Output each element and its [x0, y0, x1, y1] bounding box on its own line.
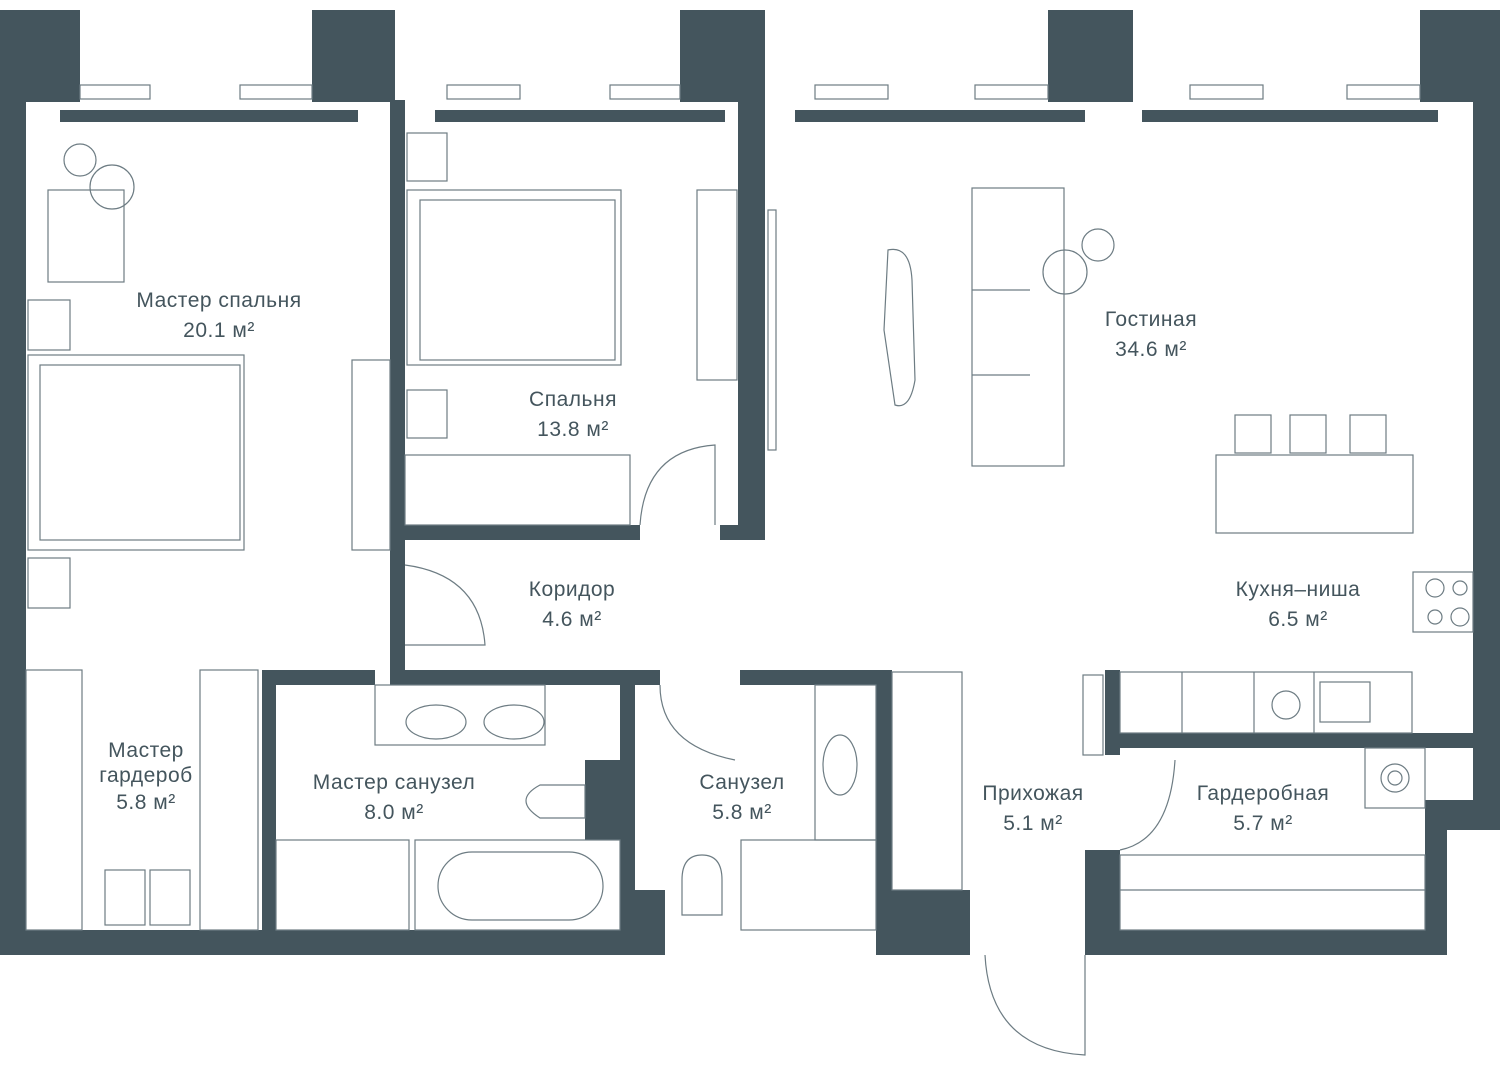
room-area: 13.8 м²: [537, 418, 609, 441]
room-area: 20.1 м²: [183, 319, 255, 342]
furniture: [25, 84, 1474, 1056]
room-area: 6.5 м²: [1268, 608, 1328, 631]
room-label-master-bedroom: Мастер спальня 20.1 м²: [136, 286, 301, 346]
room-area: 5.7 м²: [1233, 812, 1293, 835]
room-label-dressing-room: Гардеробная 5.7 м²: [1197, 779, 1330, 839]
room-name: Кухня–ниша: [1235, 578, 1361, 601]
room-name: Прихожая: [982, 782, 1084, 805]
room-label-master-wardrobe: Мастер гардероб 5.8 м²: [91, 738, 201, 818]
room-name: Гостиная: [1104, 308, 1198, 331]
room-name: Спальня: [529, 388, 617, 411]
room-label-kitchen: Кухня–ниша 6.5 м²: [1236, 575, 1361, 635]
room-name: Гардеробная: [1196, 782, 1330, 805]
room-label-hallway: Прихожая 5.1 м²: [982, 779, 1083, 839]
room-name: Мастер гардероб: [99, 739, 193, 787]
room-area: 34.6 м²: [1115, 338, 1187, 361]
room-label-master-bathroom: Мастер санузел 8.0 м²: [313, 768, 475, 828]
room-area: 8.0 м²: [364, 801, 424, 824]
room-label-living-room: Гостиная 34.6 м²: [1105, 305, 1197, 365]
room-area: 5.1 м²: [1003, 812, 1063, 835]
room-name: Мастер спальня: [136, 289, 302, 312]
room-area: 5.8 м²: [116, 791, 176, 814]
room-label-bedroom: Спальня 13.8 м²: [529, 385, 617, 445]
walls: [0, 10, 1500, 955]
room-label-bathroom: Санузел 5.8 м²: [699, 768, 784, 828]
room-name: Мастер санузел: [312, 771, 476, 794]
room-area: 5.8 м²: [712, 801, 772, 824]
room-area: 4.6 м²: [542, 608, 602, 631]
room-label-corridor: Коридор 4.6 м²: [529, 575, 615, 635]
room-name: Коридор: [528, 578, 616, 601]
room-name: Санузел: [699, 771, 785, 794]
